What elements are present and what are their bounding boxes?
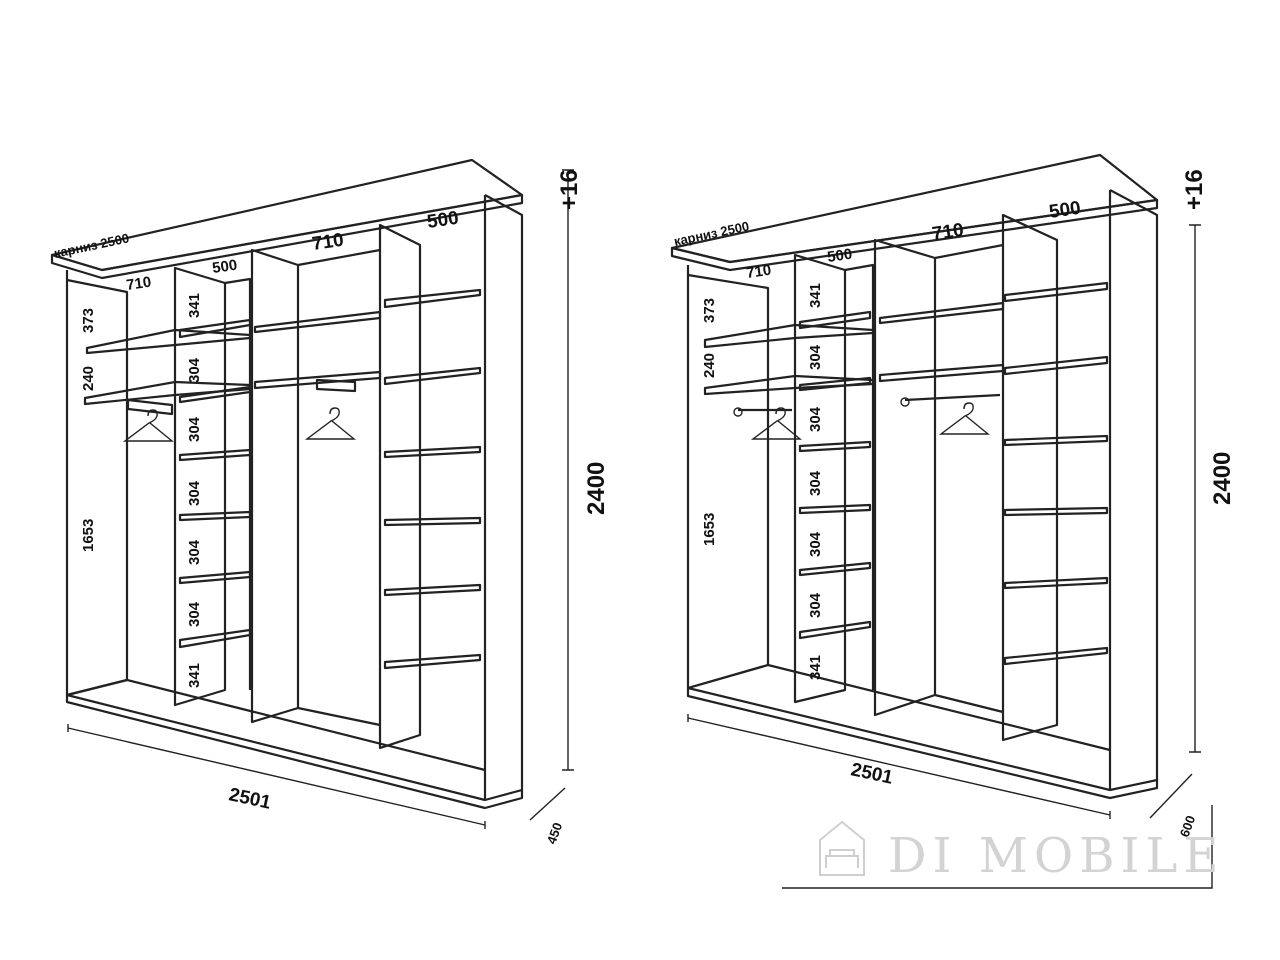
mid-height-1-1: 341	[186, 293, 203, 318]
mid-height-2-2: 304	[807, 344, 824, 370]
top-width-2-3: 710	[931, 220, 965, 245]
mid-height-2-4: 304	[807, 470, 824, 496]
mid-height-1-4: 304	[186, 480, 203, 506]
left-height-2-1: 373	[701, 298, 718, 323]
mid-height-1-3: 304	[186, 416, 203, 442]
top-width-1-1: 710	[125, 274, 152, 294]
top-width-1-2: 500	[211, 257, 238, 277]
cornice-2	[670, 153, 1159, 264]
left-height-1-2: 240	[80, 366, 97, 391]
depth-2: 600	[1177, 814, 1199, 840]
total-height-2: 2400	[1209, 452, 1236, 505]
watermark: DI MOBILE	[782, 805, 1224, 889]
left-height-2-2: 240	[701, 353, 718, 378]
mid-height-1-6: 304	[186, 601, 203, 627]
mid-height-2-1: 341	[807, 283, 824, 308]
total-height-1: 2400	[583, 462, 610, 515]
mid-height-1-5: 304	[186, 539, 203, 565]
mid-height-2-6: 304	[807, 592, 824, 618]
mid-height-2-7: 341	[807, 655, 824, 680]
top-width-1-4: 500	[426, 208, 460, 233]
cornice-label-2: карниз 2500	[673, 218, 751, 249]
frame-1	[65, 194, 524, 810]
height-extra-2: +16	[1181, 169, 1208, 210]
cornice-label-1: карниз 2500	[53, 230, 131, 261]
total-width-1: 2501	[227, 784, 273, 813]
depth-1: 450	[544, 821, 566, 847]
left-height-1-1: 373	[80, 308, 97, 333]
sofa-house-icon	[819, 820, 865, 876]
mid-height-2-3: 304	[807, 406, 824, 432]
left-height-1-3: 1653	[80, 519, 97, 552]
top-width-2-4: 500	[1048, 198, 1082, 223]
watermark-text: DI MOBILE	[888, 828, 1224, 884]
labels-wardrobe-2: карниз 2500 710 500 710 500 373 240 1653…	[673, 169, 1236, 839]
top-width-1-3: 710	[311, 230, 345, 255]
top-width-2-2: 500	[826, 246, 853, 266]
mid-height-1-2: 304	[186, 357, 203, 383]
frame-2	[686, 189, 1159, 800]
height-extra-1: +16	[556, 169, 583, 210]
mid-height-1-7: 341	[186, 663, 203, 688]
labels-wardrobe-1: карниз 2500 710 500 710 500 373 240 1653…	[53, 169, 610, 846]
cornice-1-edge	[50, 193, 524, 280]
wardrobe-2	[670, 153, 1201, 819]
top-width-2-1: 710	[745, 262, 772, 282]
left-height-2-3: 1653	[701, 513, 718, 546]
cornice-2-edge	[670, 198, 1159, 272]
wardrobe-1	[50, 158, 574, 829]
mid-height-2-5: 304	[807, 531, 824, 557]
